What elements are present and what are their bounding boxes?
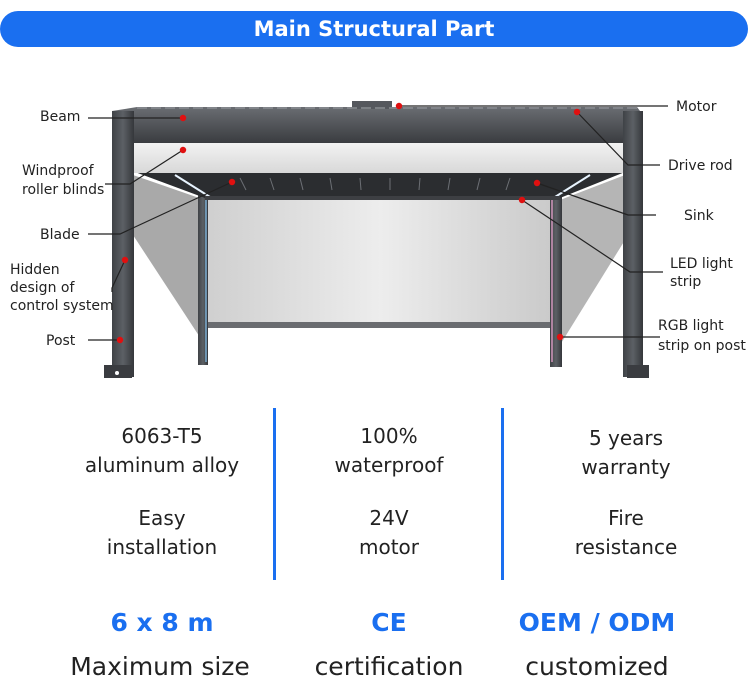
post-bolt-icon — [115, 371, 119, 375]
label-drive-rod: Drive rod — [668, 158, 733, 174]
callout-lines — [88, 105, 668, 341]
label-beam: Beam — [40, 109, 80, 125]
motor-housing — [352, 101, 392, 109]
right-side-panel — [560, 175, 625, 345]
spec-fire: Fire resistance — [574, 506, 678, 559]
screen-bottom-bar — [205, 322, 557, 328]
spec-grid: 6063-T5 aluminum alloy Easy installation… — [0, 400, 750, 590]
section-title: Main Structural Part — [253, 17, 495, 41]
highlight-oem-value: OEM / ODM — [518, 608, 676, 637]
section-banner: Main Structural Part — [0, 11, 748, 47]
label-blade: Blade — [40, 227, 80, 243]
spec-material: 6063-T5 aluminum alloy — [84, 424, 240, 477]
highlight-oem-label: customized — [525, 652, 669, 681]
led-strip-left — [174, 174, 211, 198]
left-side-panel — [133, 175, 205, 345]
label-motor: Motor — [676, 99, 717, 115]
label-windproof-2: roller blinds — [22, 182, 104, 198]
highlight-ce-label: certification — [314, 652, 464, 681]
spec-installation: Easy installation — [106, 506, 218, 559]
roof-beam — [112, 107, 640, 143]
label-sink: Sink — [684, 208, 715, 224]
label-post: Post — [46, 333, 76, 349]
label-windproof-1: Windproof — [22, 163, 95, 179]
label-led-1: LED light — [670, 256, 733, 272]
spec-warranty: 5 years warranty — [581, 426, 671, 479]
label-rgb-1: RGB light — [658, 318, 724, 334]
spec-waterproof: 100% waterproof — [334, 424, 444, 477]
roller-screen — [205, 197, 557, 327]
label-hidden-2: design of — [10, 280, 75, 296]
highlight-size-label: Maximum size — [70, 652, 250, 681]
roller-blind-box — [133, 143, 627, 173]
rear-post-right — [550, 195, 562, 367]
post-foot-right — [627, 365, 649, 378]
blade-slats — [239, 177, 511, 191]
column-divider-1 — [273, 408, 276, 580]
rear-post-left — [198, 195, 208, 365]
column-divider-2 — [501, 408, 504, 580]
pergola-diagram: Beam Windproof roller blinds Blade Hidde… — [10, 99, 746, 378]
label-hidden-3: control system — [10, 298, 114, 314]
callout-markers — [116, 102, 581, 344]
highlight-ce-value: CE — [371, 608, 407, 637]
blade-ceiling — [135, 172, 625, 198]
label-rgb-2: strip on post — [658, 338, 746, 354]
spec-motor: 24V motor — [358, 506, 420, 559]
highlight-size-value: 6 x 8 m — [110, 608, 214, 637]
front-post-left — [112, 111, 134, 377]
led-strip-right — [554, 174, 591, 198]
label-led-2: strip — [670, 274, 701, 290]
front-post-right — [623, 111, 643, 377]
label-hidden-1: Hidden — [10, 262, 60, 278]
